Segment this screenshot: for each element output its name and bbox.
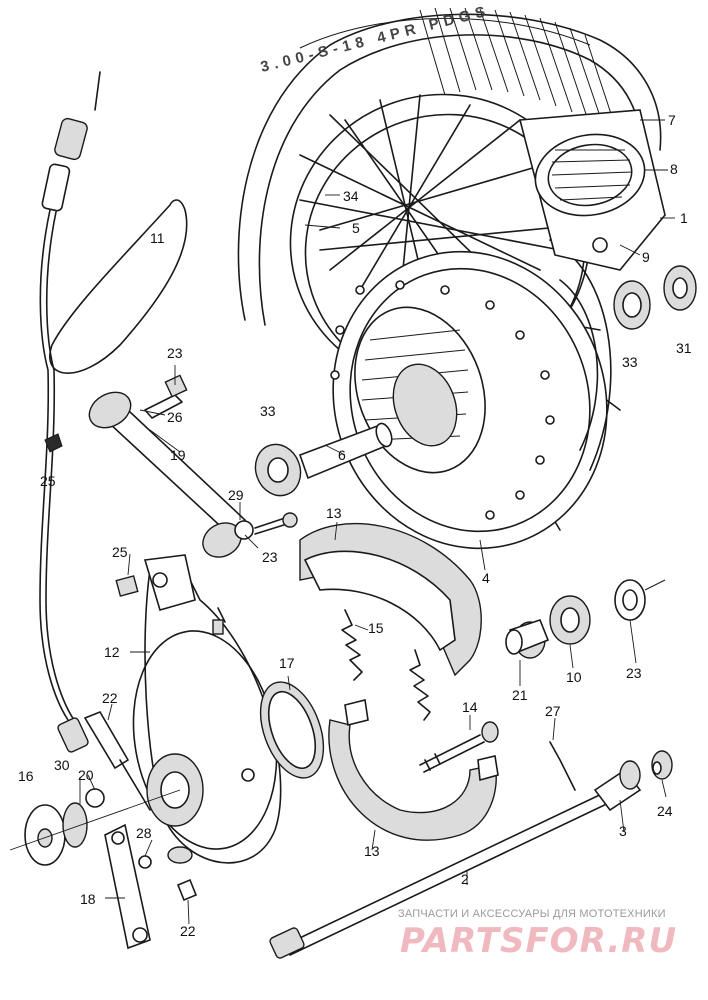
washer-20 [85,788,105,808]
label-23-mid: 23 [262,549,278,565]
label-22-lower: 22 [180,923,196,939]
label-22-upper: 22 [102,690,118,706]
label-13-lower: 13 [364,843,380,859]
label-9: 9 [642,249,650,265]
brake-shoe-upper [299,523,482,677]
hub-bolt-holes [330,280,555,520]
nut-24 [651,750,673,780]
brake-springs-15 [341,609,431,721]
watermark-caption: ЗАПЧАСТИ И АКСЕССУАРЫ ДЛЯ МОТОТЕХНИКИ [398,908,666,920]
label-1: 1 [680,210,688,226]
label-7: 7 [668,112,676,128]
label-4: 4 [482,570,490,586]
brake-shoe-lower [328,699,499,841]
washer-23-right [614,579,666,621]
seal-17 [259,681,325,779]
label-24: 24 [657,803,673,819]
label-18: 18 [80,891,96,907]
label-21: 21 [512,687,528,703]
bolt-22-lower [176,878,198,902]
adjuster-22 [83,711,151,811]
lever-18 [104,823,151,950]
label-31: 31 [676,340,692,356]
bolt-14 [419,721,499,773]
part-number-labels: 7 8 1 9 34 5 11 33 31 23 26 25 19 33 6 2… [18,112,692,939]
label-17: 17 [279,655,295,671]
label-8: 8 [670,161,678,177]
leader-lines [9,119,675,925]
label-15: 15 [368,620,384,636]
label-30: 30 [54,757,70,773]
label-10: 10 [566,669,582,685]
label-33-lower: 33 [260,403,276,419]
brake-cable [39,71,188,753]
label-12: 12 [104,644,120,660]
label-5: 5 [352,220,360,236]
label-25-upper: 25 [40,473,56,489]
label-33-upper: 33 [622,354,638,370]
label-6: 6 [338,447,346,463]
label-28: 28 [136,825,152,841]
label-19: 19 [170,447,186,463]
bearing-31 [663,265,697,311]
label-26: 26 [167,409,183,425]
brake-panel-12 [115,554,282,864]
label-11: 11 [150,230,165,246]
nut-10 [549,595,591,645]
label-29: 29 [228,487,244,503]
sprocket-assembly [518,109,666,271]
label-16: 16 [18,768,34,784]
axle-2 [269,741,616,959]
label-25-lower: 25 [112,544,128,560]
label-34: 34 [343,188,359,204]
wheel-rim-and-spokes [289,93,621,531]
watermark: ЗАПЧАСТИ И АКСЕССУАРЫ ДЛЯ МОТОТЕХНИКИ PA… [398,908,677,961]
label-20: 20 [78,767,94,783]
label-13-upper: 13 [326,505,342,521]
ring-30 [62,802,88,848]
cap-16 [24,804,66,866]
label-23-upper: 23 [167,345,183,361]
axle-spacer-6 [254,422,393,497]
label-14: 14 [462,699,478,715]
label-2: 2 [461,871,469,887]
label-23-right: 23 [626,665,642,681]
collar-3 [593,760,642,812]
brake-arm-19 [44,374,298,558]
label-3: 3 [619,823,627,839]
label-27: 27 [545,703,561,719]
collar-21 [505,619,550,659]
nut-28 [138,855,152,869]
watermark-logo: PARTSFOR.RU [400,921,677,961]
bearing-33-upper [613,280,651,330]
tire-lettering: 3.00-S-18 4PR PDGS [259,2,492,76]
